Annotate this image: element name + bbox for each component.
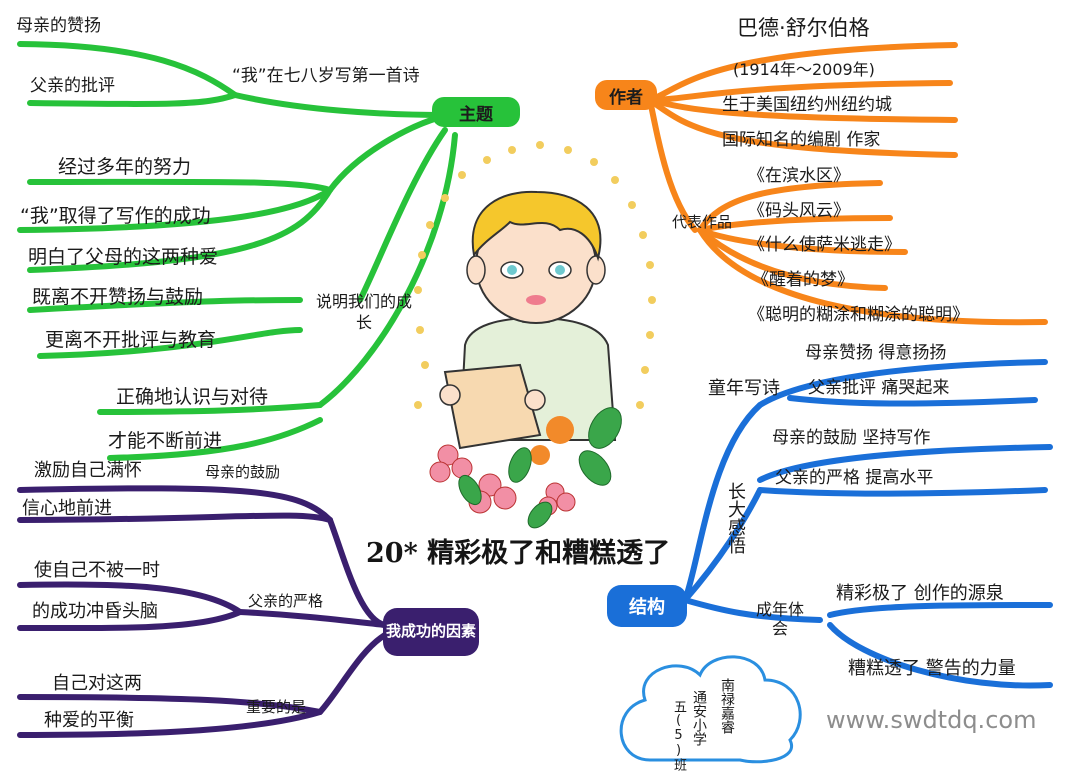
signature-cloud (619, 655, 802, 764)
author-work-5: 《聪明的糊涂和糊涂的聪明》 (748, 305, 969, 325)
theme-hub: 主题 (459, 104, 493, 125)
structure-hub: 结构 (629, 597, 665, 618)
theme-keep-progress: 才能不断前进 (108, 430, 223, 452)
theme-effort: 经过多年的努力 (58, 156, 192, 178)
author-work-4: 《醒着的梦》 (752, 270, 854, 290)
factor-important-line1: 自己对这两 (52, 673, 142, 694)
structure-childhood-mother: 母亲赞扬 得意扬扬 (805, 343, 947, 363)
signature-author: 南禄嘉睿 (719, 678, 735, 734)
orange-branches (647, 42, 1048, 326)
theme-growth: 说明我们的成长 (316, 292, 413, 332)
author-work-2: 《码头风云》 (748, 201, 850, 221)
orange-hub-shape (595, 80, 657, 110)
factor-father: 父亲的严格 (248, 592, 324, 610)
success-factors-hub: 我成功的因素 (385, 622, 476, 641)
signature-school: 通安小学 (691, 690, 707, 746)
theme-understand-love: 明白了父母的这两种爱 (28, 246, 219, 268)
author-hub: 作者 (609, 87, 643, 108)
structure-adult-terrible: 糟糕透了 警告的力量 (848, 658, 1016, 679)
theme-mother-praise: 母亲的赞扬 (16, 16, 101, 36)
theme-success: “我”取得了写作的成功 (20, 205, 211, 227)
structure-growth-mother: 母亲的鼓励 坚持写作 (772, 428, 931, 448)
author-birthplace: 生于美国纽约州纽约城 (722, 95, 892, 115)
signature-class: 五(5)班 (671, 700, 686, 771)
flower-decoration (429, 407, 622, 529)
structure-adult: 成年体会 (756, 600, 805, 639)
structure-childhood-father: 父亲批评 痛哭起来 (808, 378, 950, 398)
factor-father-line1: 使自己不被一时 (34, 560, 160, 581)
boy-illustration (439, 190, 617, 450)
structure-adult-wonderful: 精彩极了 创作的源泉 (836, 583, 1004, 604)
factor-important-line2: 种爱的平衡 (44, 710, 134, 731)
author-works-label: 代表作品 (672, 213, 733, 231)
purple-branches (17, 485, 388, 738)
author-years: (1914年～2009年) (733, 60, 875, 79)
blue-branches (682, 359, 1053, 689)
factor-father-line2: 的成功冲昏头脑 (32, 601, 158, 622)
theme-need-praise: 既离不开赞扬与鼓励 (32, 286, 204, 308)
halo-dots (414, 141, 656, 409)
structure-growth-father: 父亲的严格 提高水平 (775, 468, 934, 488)
theme-need-criticism: 更离不开批评与教育 (45, 329, 217, 351)
green-hub-shape (432, 97, 520, 127)
factor-important: 重要的是 (246, 698, 307, 716)
author-work-3: 《什么使萨米逃走》 (748, 235, 901, 255)
factor-mother: 母亲的鼓励 (205, 463, 281, 481)
green-branches (17, 41, 458, 461)
author-work-1: 《在滨水区》 (748, 166, 850, 186)
purple-hub-shape (383, 608, 479, 656)
theme-first-poem: “我”在七八岁写第一首诗 (232, 66, 420, 86)
lesson-title: 20* 精彩极了和糟糕透了 (366, 538, 671, 569)
structure-growth: 长大感悟 (725, 482, 746, 554)
author-occupation: 国际知名的编剧 作家 (722, 130, 881, 150)
theme-father-criticism: 父亲的批评 (30, 76, 115, 96)
watermark: www.swdtdq.com (826, 706, 1037, 734)
factor-mother-line1: 激励自己满怀 (34, 460, 142, 481)
structure-childhood: 童年写诗 (708, 378, 780, 399)
factor-mother-line2: 信心地前进 (22, 498, 112, 519)
blue-hub-shape (607, 585, 687, 627)
author-name: 巴德·舒尔伯格 (737, 16, 870, 40)
theme-correct-understand: 正确地认识与对待 (116, 386, 269, 408)
